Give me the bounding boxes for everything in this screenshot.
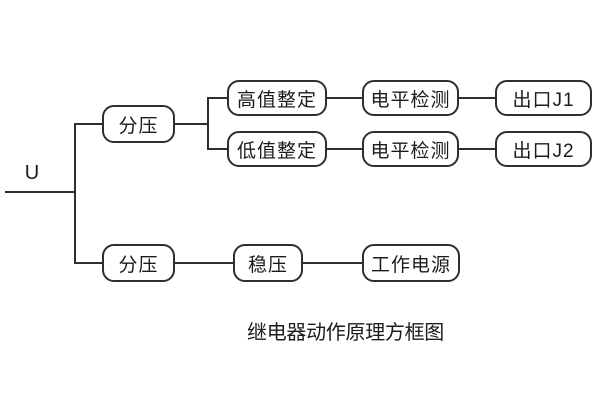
input-voltage-label: U bbox=[24, 162, 40, 184]
node-level-detection-1: 电平检测 bbox=[362, 80, 459, 116]
node-working-power-supply: 工作电源 bbox=[362, 244, 460, 282]
node-voltage-regulator: 稳压 bbox=[233, 244, 303, 282]
input-line bbox=[5, 191, 75, 193]
divider-to-regulator-line bbox=[175, 262, 233, 264]
top-branch-stub-line bbox=[74, 123, 102, 125]
diagram-caption: 继电器动作原理方框图 bbox=[247, 322, 444, 344]
level-detect-to-output-j1-line bbox=[459, 97, 495, 99]
divider-top-output-line bbox=[175, 123, 208, 125]
level-detect-to-output-j2-line bbox=[459, 148, 495, 150]
high-setting-stub-line bbox=[209, 97, 227, 99]
node-low-value-setting: 低值整定 bbox=[227, 131, 327, 167]
main-branch-vertical-line bbox=[74, 123, 76, 264]
node-level-detection-2: 电平检测 bbox=[362, 131, 459, 167]
node-voltage-divider-top: 分压 bbox=[102, 105, 175, 143]
node-output-j1: 出口J1 bbox=[495, 80, 592, 116]
node-output-j2: 出口J2 bbox=[495, 131, 592, 167]
regulator-to-power-line bbox=[303, 262, 362, 264]
bottom-branch-stub-line bbox=[74, 262, 102, 264]
low-to-level-detect-line bbox=[327, 148, 362, 150]
node-high-value-setting: 高值整定 bbox=[227, 80, 327, 116]
setting-branch-vertical-line bbox=[207, 97, 209, 150]
low-setting-stub-line bbox=[209, 148, 227, 150]
high-to-level-detect-line bbox=[327, 97, 362, 99]
node-voltage-divider-bottom: 分压 bbox=[102, 244, 175, 282]
